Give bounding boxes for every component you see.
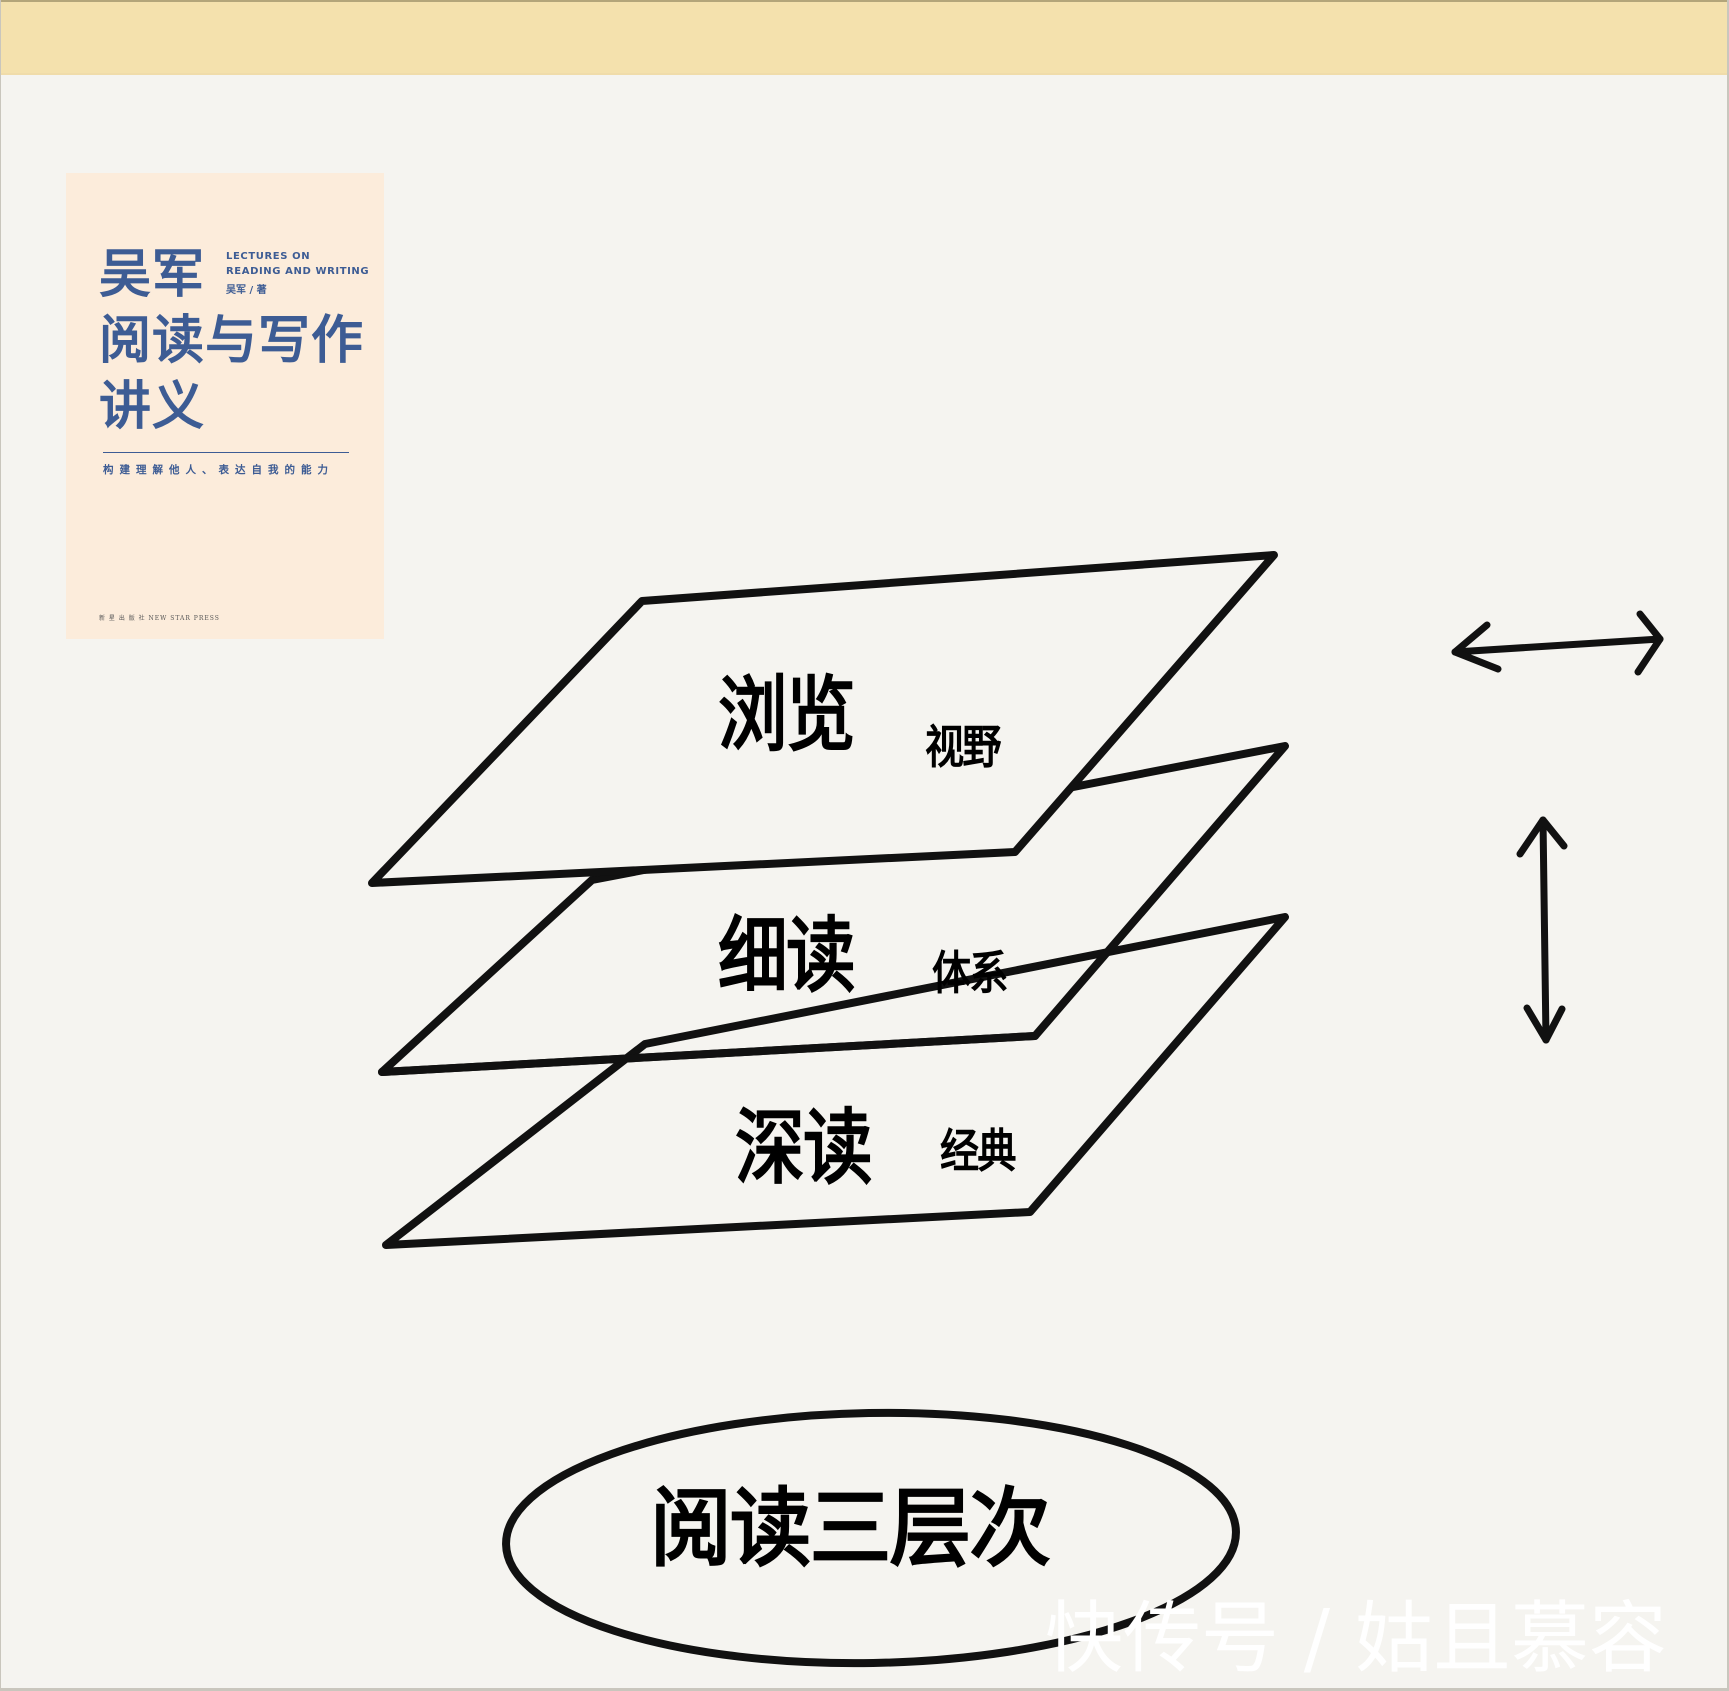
english-title-line2: READING AND WRITING xyxy=(226,266,370,277)
frame-border-right xyxy=(1727,0,1729,1691)
watermark: 快传号 / 姑且慕容 xyxy=(1045,1594,1667,1684)
book-title-line1: 阅读与写作 xyxy=(99,311,365,371)
layer-2-name: 细读 xyxy=(718,909,856,1004)
top-banner xyxy=(0,0,1729,75)
book-cover: 吴军 LECTURES ON READING AND WRITING 吴军 / … xyxy=(66,173,384,639)
layer-plane-3 xyxy=(382,913,1289,1249)
layer-3-aspect: 经典 xyxy=(940,1124,1016,1178)
layer-plane-1 xyxy=(368,551,1278,887)
english-title-line1: LECTURES ON xyxy=(226,251,311,262)
book-publisher: 新 星 出 版 社 NEW STAR PRESS xyxy=(99,615,220,622)
layer-3-name: 深读 xyxy=(735,1101,873,1196)
horizontal-double-arrow-icon xyxy=(1451,610,1664,676)
book-subtitle: 构建理解他人、表达自我的能力 xyxy=(103,464,334,476)
book-title-line2: 讲义 xyxy=(99,377,206,437)
book-divider xyxy=(103,452,349,453)
frame-border-left xyxy=(0,0,1,1691)
title-ellipse xyxy=(502,1408,1240,1668)
book-english-title: LECTURES ON READING AND WRITING xyxy=(226,249,369,279)
book-author-title: 吴军 xyxy=(99,245,206,305)
frame-border-bottom xyxy=(0,1688,1729,1691)
book-author-credit: 吴军 / 著 xyxy=(226,285,267,296)
layer-2-aspect: 体系 xyxy=(932,946,1008,1000)
vertical-double-arrow-icon xyxy=(1516,816,1568,1044)
layer-1-name: 浏览 xyxy=(718,668,856,763)
layer-1-aspect: 视野 xyxy=(925,720,1001,774)
diagram-title: 阅读三层次 xyxy=(650,1479,1051,1579)
